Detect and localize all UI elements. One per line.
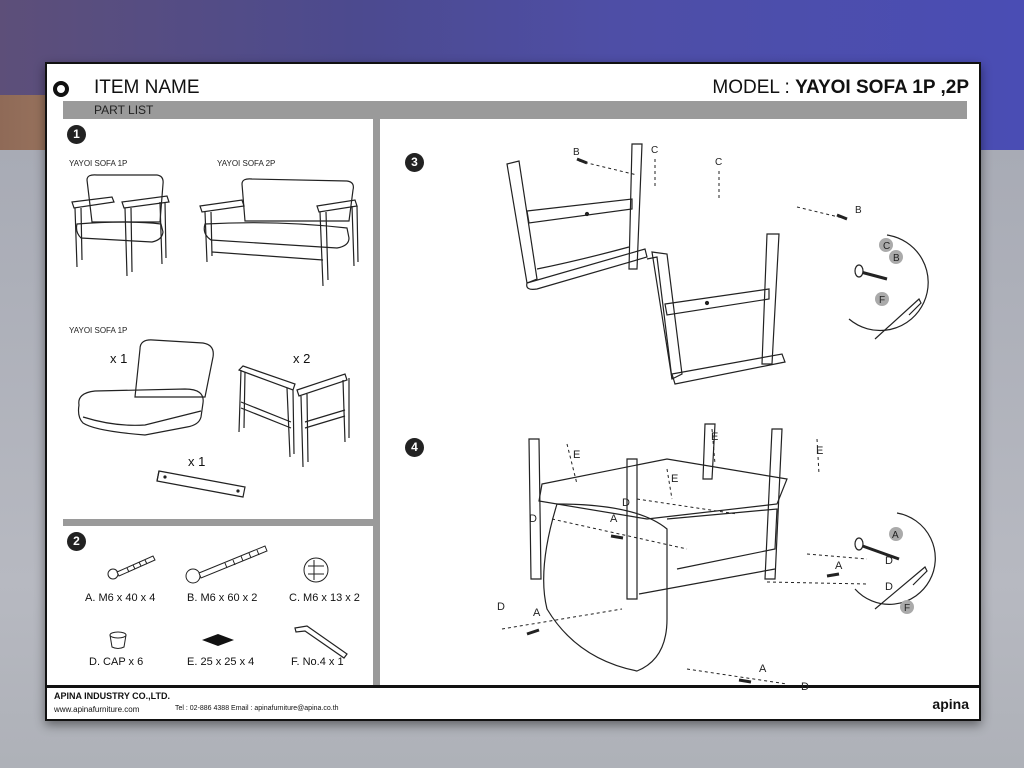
rail-illustration bbox=[156, 470, 246, 498]
part-label-c: C. M6 x 13 x 2 bbox=[289, 592, 360, 604]
step4-callout-a2: A bbox=[533, 607, 541, 619]
part-label-a: A. M6 x 40 x 4 bbox=[85, 592, 156, 604]
step4-sofa-assembly bbox=[528, 423, 788, 672]
step4-callout-d2: D bbox=[622, 497, 630, 509]
armrest-frames-illustration bbox=[237, 365, 350, 468]
step4-callout-e4: E bbox=[816, 445, 823, 457]
qty-cushion: x 1 bbox=[110, 351, 128, 366]
step4-callout-a4: A bbox=[759, 663, 767, 675]
bolt-m6x60-icon bbox=[185, 545, 268, 584]
detail3-callout-b: B bbox=[893, 253, 900, 264]
label-yayoi-1p-parts: YAYOI SOFA 1P bbox=[69, 326, 128, 335]
contact-text: Tel : 02-886 4388 Email : apinafurniture… bbox=[175, 705, 339, 712]
step4-callout-e3: E bbox=[711, 431, 718, 443]
step4-callout-e1: E bbox=[573, 449, 580, 461]
part-label-e: E. 25 x 25 x 4 bbox=[187, 656, 255, 668]
sofa-1p-illustration bbox=[71, 174, 170, 277]
step-number-2: 2 bbox=[67, 532, 86, 551]
item-name-title: ITEM NAME bbox=[94, 77, 200, 98]
detail4-callout-f: F bbox=[904, 603, 910, 614]
qty-rail: x 1 bbox=[188, 454, 206, 469]
cap-icon bbox=[109, 631, 127, 649]
qty-arms: x 2 bbox=[293, 351, 311, 366]
seat-cushion-illustration bbox=[77, 339, 214, 436]
model-value: YAYOI SOFA 1P ,2P bbox=[795, 77, 969, 98]
callout-c-right: C bbox=[715, 157, 722, 168]
instruction-sheet: ITEM NAME MODEL : YAYOI SOFA 1P ,2P PART… bbox=[45, 62, 981, 721]
brand-logo: apina bbox=[932, 696, 969, 712]
step4-callout-d5: D bbox=[885, 581, 893, 593]
step3-detail-circle: C B F bbox=[848, 234, 929, 340]
part-label-f: F. No.4 x 1 bbox=[291, 656, 344, 668]
model-label: MODEL : bbox=[712, 77, 790, 98]
step4-callout-d4: D bbox=[885, 555, 893, 567]
divider-horizontal bbox=[63, 519, 373, 526]
callout-b-right: B bbox=[855, 205, 862, 216]
step4-hardware-callouts: E E E E D D A D A A D D A D bbox=[497, 428, 893, 693]
website-text: www.apinafurniture.com bbox=[54, 705, 140, 714]
step-number-1: 1 bbox=[67, 125, 86, 144]
bolt-m6x40-icon bbox=[107, 555, 156, 580]
allen-key-icon bbox=[294, 625, 348, 659]
step3-frame-assembly bbox=[506, 143, 786, 385]
part-list-bar: PART LIST bbox=[63, 101, 967, 119]
step-number-3: 3 bbox=[405, 153, 424, 172]
step4-callout-a3: A bbox=[835, 560, 843, 572]
part-label-b: B. M6 x 60 x 2 bbox=[187, 592, 258, 604]
step4-callout-d3: D bbox=[497, 601, 505, 613]
callout-c-left: C bbox=[651, 145, 658, 156]
step4-callout-a1: A bbox=[610, 513, 618, 525]
detail3-callout-c: C bbox=[883, 241, 890, 252]
sofa-2p-illustration bbox=[199, 178, 359, 287]
footer-rule bbox=[47, 685, 979, 688]
company-name: APINA INDUSTRY CO.,LTD. bbox=[54, 691, 171, 701]
detail4-callout-a: A bbox=[892, 530, 899, 541]
label-yayoi-1p: YAYOI SOFA 1P bbox=[69, 159, 128, 168]
circle-bullet-icon bbox=[53, 81, 69, 97]
felt-pad-icon bbox=[202, 634, 234, 646]
detail3-callout-f: F bbox=[879, 295, 885, 306]
divider-vertical bbox=[373, 119, 380, 687]
part-label-d: D. CAP x 6 bbox=[89, 656, 144, 668]
step-number-4: 4 bbox=[405, 438, 424, 457]
callout-b-left: B bbox=[573, 147, 580, 158]
label-yayoi-2p: YAYOI SOFA 2P bbox=[217, 159, 276, 168]
step4-callout-d1: D bbox=[529, 513, 537, 525]
step4-detail-circle: A F bbox=[854, 512, 936, 614]
part-list-label: PART LIST bbox=[94, 103, 154, 117]
step4-callout-e2: E bbox=[671, 473, 678, 485]
model-heading: MODEL : YAYOI SOFA 1P ,2P bbox=[712, 77, 969, 99]
barrel-nut-icon bbox=[303, 557, 329, 583]
step3-hardware-callouts: B C C B bbox=[573, 145, 862, 221]
step4-callout-d6: D bbox=[801, 681, 809, 693]
